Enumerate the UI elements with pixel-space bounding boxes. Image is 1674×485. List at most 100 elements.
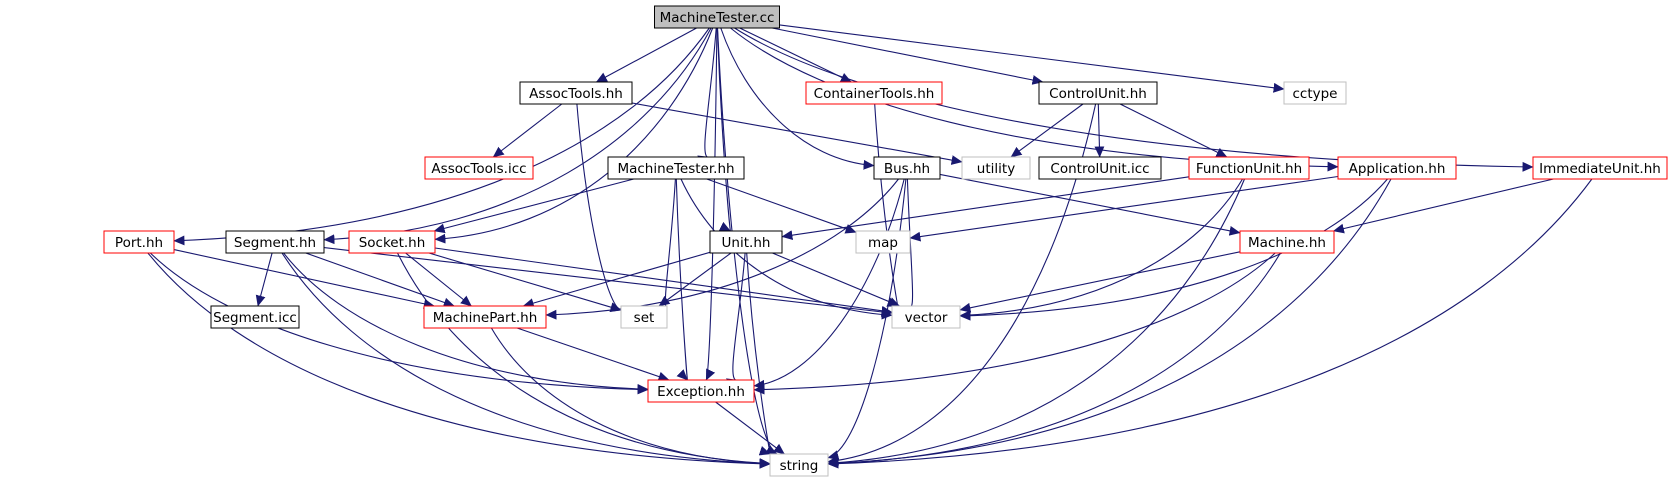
- node-box: [607, 156, 745, 180]
- node-label: AssocTools.hh: [529, 86, 623, 102]
- include-edge-segment-hh-to-string: [281, 252, 771, 469]
- include-edge-machinetester-hh-to-socket-hh: [433, 178, 634, 234]
- node-label: Unit.hh: [722, 235, 771, 251]
- node-machinetester-cc[interactable]: MachineTester.cc: [654, 5, 780, 29]
- node-exception-hh[interactable]: Exception.hh: [647, 379, 755, 403]
- node-label: vector: [905, 310, 948, 326]
- node-box: [225, 230, 325, 254]
- include-edge-bus-hh-to-machine-hh: [939, 173, 1241, 236]
- node-box: [873, 156, 941, 180]
- node-label: Segment.hh: [234, 235, 316, 251]
- node-controlunit-icc[interactable]: ControlUnit.icc: [1038, 156, 1162, 180]
- include-edge-assoctools-hh-to-utility: [631, 102, 963, 165]
- include-edge-port-hh-to-exception-hh: [149, 252, 649, 395]
- include-edge-machinetester-cc-to-segment-hh: [323, 27, 712, 245]
- node-box: [805, 81, 943, 105]
- include-edge-socket-hh-to-set: [428, 252, 622, 312]
- node-label: ImmediateUnit.hh: [1539, 161, 1661, 177]
- node-box: [1283, 81, 1347, 105]
- node-label: utility: [977, 161, 1015, 177]
- node-label: Port.hh: [115, 235, 163, 251]
- node-label: string: [780, 458, 819, 474]
- include-edge-machinetester-cc-to-socket-hh: [434, 27, 714, 244]
- node-box: [654, 5, 780, 29]
- node-assoctools-icc[interactable]: AssocTools.icc: [424, 156, 534, 180]
- node-controlunit-hh[interactable]: ControlUnit.hh: [1038, 81, 1158, 105]
- node-set: set: [620, 305, 668, 329]
- node-box: [423, 305, 547, 329]
- node-box: [1532, 156, 1668, 180]
- include-edge-machinetester-cc-to-machinetester-hh: [697, 27, 717, 165]
- node-machine-hh[interactable]: Machine.hh: [1239, 230, 1335, 254]
- include-edge-machine-hh-to-vector: [959, 251, 1241, 313]
- include-edge-functionunit-hh-to-string: [827, 178, 1246, 468]
- include-edge-machinepart-hh-to-exception-hh: [516, 327, 670, 382]
- node-containertools-hh[interactable]: ContainerTools.hh: [805, 81, 943, 105]
- node-vector: vector: [891, 305, 961, 329]
- node-segment-hh[interactable]: Segment.hh: [225, 230, 325, 254]
- include-edge-segment-hh-to-machinepart-hh: [305, 252, 455, 308]
- include-edge-unit-hh-to-machinepart-hh: [522, 251, 711, 308]
- node-segment-icc[interactable]: Segment.icc: [210, 305, 300, 329]
- node-machinepart-hh[interactable]: MachinePart.hh: [423, 305, 547, 329]
- node-box: [855, 230, 911, 254]
- node-label: Machine.hh: [1248, 235, 1326, 251]
- include-edge-machinetester-cc-to-exception-hh: [705, 27, 718, 381]
- node-map: map: [855, 230, 911, 254]
- include-edge-port-hh-to-string: [147, 252, 771, 469]
- node-functionunit-hh[interactable]: FunctionUnit.hh: [1188, 156, 1310, 180]
- include-edge-segment-hh-to-exception-hh: [283, 252, 649, 394]
- include-edge-machine-hh-to-exception-hh: [753, 252, 1276, 395]
- node-box: [891, 305, 961, 329]
- node-label: ControlUnit.hh: [1049, 86, 1147, 102]
- include-edge-controlunit-hh-to-string: [827, 103, 1097, 466]
- include-edge-immediateunit-hh-to-machine-hh: [1332, 178, 1554, 234]
- node-box: [210, 305, 300, 329]
- include-edge-machinetester-cc-to-cctype: [779, 24, 1285, 93]
- node-box: [1337, 156, 1457, 180]
- include-edge-containertools-hh-to-vector: [874, 103, 899, 307]
- node-cctype: cctype: [1283, 81, 1347, 105]
- node-immediateunit-hh[interactable]: ImmediateUnit.hh: [1532, 156, 1668, 180]
- node-application-hh[interactable]: Application.hh: [1337, 156, 1457, 180]
- include-edge-immediateunit-hh-to-string: [827, 178, 1593, 469]
- node-box: [1188, 156, 1310, 180]
- include-edge-unit-hh-to-exception-hh: [726, 252, 746, 388]
- node-box: [769, 453, 829, 477]
- include-edge-functionunit-hh-to-unit-hh: [781, 176, 1190, 241]
- node-box: [1038, 81, 1158, 105]
- node-box: [961, 156, 1031, 180]
- include-edge-socket-hh-to-machinepart-hh: [405, 252, 472, 307]
- include-edge-controlunit-hh-to-functionunit-hh: [1119, 103, 1228, 158]
- node-label: ContainerTools.hh: [814, 86, 935, 102]
- include-edge-application-hh-to-map: [909, 175, 1339, 242]
- node-assoctools-hh[interactable]: AssocTools.hh: [519, 81, 633, 105]
- node-machinetester-hh[interactable]: MachineTester.hh: [607, 156, 745, 180]
- include-edge-machinetester-hh-to-vector: [680, 178, 893, 320]
- include-edge-machinetester-cc-to-containertools-hh: [739, 27, 852, 83]
- include-edge-segment-hh-to-vector: [323, 247, 893, 317]
- include-edge-functionunit-hh-to-vector: [959, 178, 1243, 321]
- node-label: Application.hh: [1349, 161, 1446, 177]
- node-port-hh[interactable]: Port.hh: [103, 230, 175, 254]
- node-string: string: [769, 453, 829, 477]
- node-label: MachineTester.cc: [660, 10, 775, 26]
- include-edge-machinetester-cc-to-bus-hh: [720, 27, 875, 170]
- include-edge-segment-hh-to-segment-icc: [255, 252, 273, 307]
- node-box: [424, 156, 534, 180]
- node-unit-hh[interactable]: Unit.hh: [709, 230, 783, 254]
- node-bus-hh[interactable]: Bus.hh: [873, 156, 941, 180]
- node-box: [620, 305, 668, 329]
- include-edge-assoctools-hh-to-assoctools-icc: [492, 103, 563, 158]
- node-label: FunctionUnit.hh: [1196, 161, 1302, 177]
- node-box: [519, 81, 633, 105]
- node-label: MachinePart.hh: [433, 310, 538, 326]
- include-edge-application-hh-to-string: [827, 178, 1392, 469]
- node-socket-hh[interactable]: Socket.hh: [348, 230, 436, 254]
- include-edge-machinetester-hh-to-map: [706, 178, 857, 234]
- include-edge-machine-hh-to-string: [827, 252, 1281, 469]
- node-box: [348, 230, 436, 254]
- node-box: [1239, 230, 1335, 254]
- node-utility: utility: [961, 156, 1031, 180]
- node-label: ControlUnit.icc: [1050, 161, 1149, 177]
